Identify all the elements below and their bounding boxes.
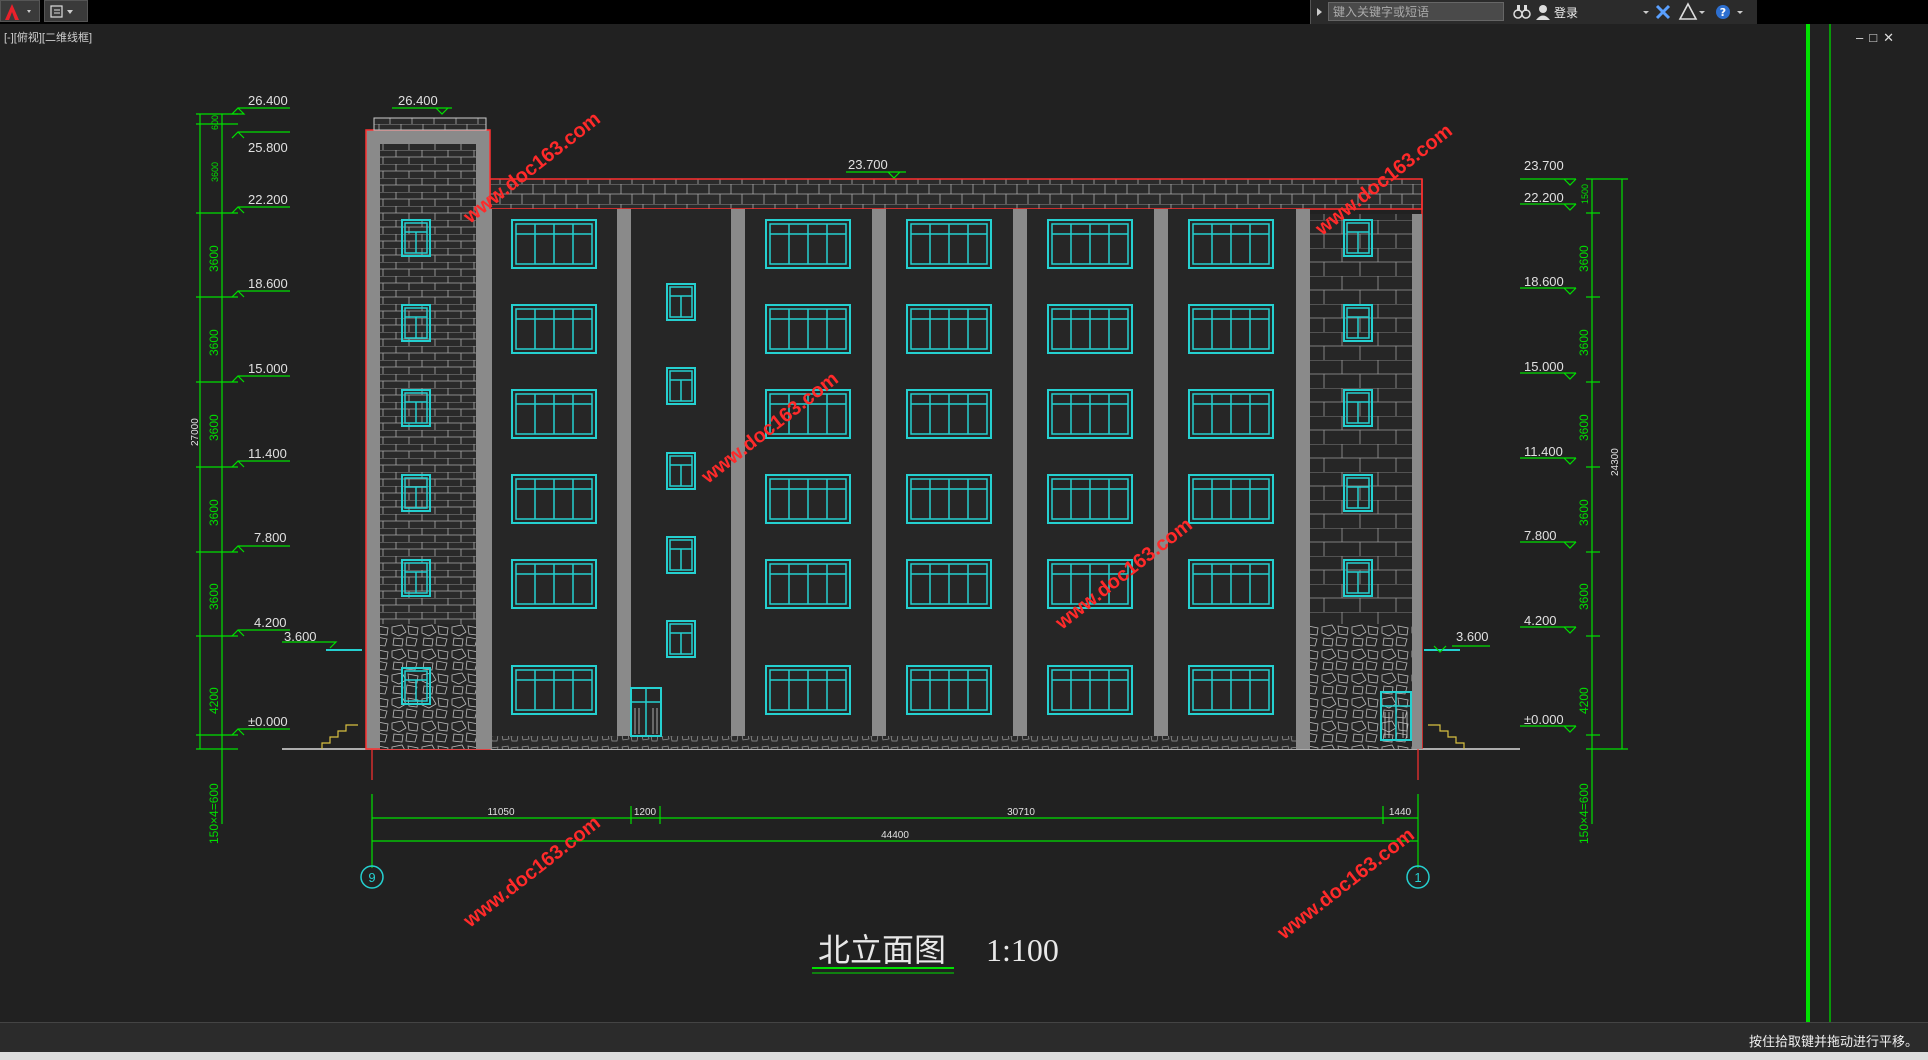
stay-connected-icon[interactable] xyxy=(1677,0,1707,24)
building-elevation xyxy=(365,117,1423,750)
left-elevation-labels: 26.400 25.800 22.200 18.600 15.000 11.40… xyxy=(248,93,317,729)
viewport-window-controls: –□✕ xyxy=(1856,30,1900,46)
right-dimension-labels: 1500 3600 3600 3600 3600 3600 4200 150×4… xyxy=(1577,184,1621,844)
elevation-label: 15.000 xyxy=(248,361,288,376)
title-bar: 登录 ? 键入关键字或短语 xyxy=(0,0,1928,24)
elevation-marker xyxy=(846,171,906,179)
elevation-label: 26.400 xyxy=(398,93,438,108)
elevation-label: 22.200 xyxy=(1524,190,1564,205)
axis-marker-right: 1 xyxy=(1406,865,1430,889)
svg-text:?: ? xyxy=(1720,6,1726,19)
dimension-label: 1440 xyxy=(1389,807,1412,818)
drawing-title: 北立面图 xyxy=(818,932,946,968)
viewport-controls-label[interactable]: [-][俯视][二维线框] xyxy=(4,32,92,44)
elevation-label: 23.700 xyxy=(848,157,888,172)
elevation-label: 22.200 xyxy=(248,192,288,207)
quick-access-toolbar[interactable] xyxy=(44,0,88,22)
elevation-label: 3.600 xyxy=(284,629,317,644)
elevation-label: ±0.000 xyxy=(1524,712,1564,727)
dimension-label: 3600 xyxy=(210,162,220,182)
axis-marker-left: 9 xyxy=(360,865,384,889)
dimension-label: 3600 xyxy=(1577,499,1591,526)
dimension-label: 3600 xyxy=(207,329,221,356)
elevation-label: 4.200 xyxy=(1524,613,1557,628)
dimension-label: 150×4=600 xyxy=(1577,783,1591,844)
dimension-label: 1500 xyxy=(1580,184,1590,204)
restore-icon[interactable]: □ xyxy=(1869,30,1884,45)
dimension-label: 4200 xyxy=(1577,687,1591,714)
application-menu-button[interactable] xyxy=(0,0,40,22)
bottom-strip xyxy=(0,1052,1928,1060)
right-elevation-labels: 23.700 22.200 18.600 15.000 11.400 7.800… xyxy=(1456,158,1564,727)
total-height-label: 24300 xyxy=(1610,448,1621,476)
elevation-label: 18.600 xyxy=(248,276,288,291)
right-dimension-chain xyxy=(1586,178,1628,824)
dimension-label: 600 xyxy=(210,115,220,130)
workspace-icon xyxy=(50,5,73,18)
drawing-canvas[interactable]: 26.400 25.800 22.200 18.600 15.000 11.40… xyxy=(0,24,1928,1022)
status-message: 按住拾取键并拖动进行平移。 xyxy=(1748,1034,1918,1049)
binoculars-icon[interactable] xyxy=(1511,0,1533,24)
horizontal-dimension-chain xyxy=(371,794,1419,868)
autocad-logo-icon xyxy=(5,4,31,20)
dimension-label: 3600 xyxy=(1577,329,1591,356)
dimension-label: 3600 xyxy=(207,245,221,272)
elevation-label: 3.600 xyxy=(1456,629,1489,644)
entry-steps xyxy=(321,724,358,749)
dimension-label: 4200 xyxy=(207,687,221,714)
dimension-label: 3600 xyxy=(207,583,221,610)
user-icon xyxy=(1536,5,1550,20)
dimension-label: 150×4=600 xyxy=(207,783,221,844)
dimension-label: 1200 xyxy=(634,807,657,818)
expand-arrow-icon[interactable] xyxy=(1313,0,1327,24)
watermark: www.doc163.com xyxy=(1273,824,1419,945)
elevation-label: 7.800 xyxy=(1524,528,1557,543)
minimize-icon[interactable]: – xyxy=(1856,30,1870,45)
status-bar: 按住拾取键并拖动进行平移。 xyxy=(0,1022,1928,1053)
elevation-label: 15.000 xyxy=(1524,359,1564,374)
login-label[interactable]: 登录 xyxy=(1554,6,1579,20)
elevation-label: 4.200 xyxy=(254,615,287,630)
elevation-label: ±0.000 xyxy=(248,714,288,729)
left-dimension-labels: 600 3600 3600 3600 3600 3600 3600 4200 1… xyxy=(190,115,221,844)
dimension-label: 11050 xyxy=(487,807,515,818)
dimension-label: 30710 xyxy=(1007,807,1035,818)
horizontal-dimension-labels: 11050 1200 30710 1440 44400 xyxy=(487,807,1411,841)
search-input[interactable]: 键入关键字或短语 xyxy=(1328,2,1504,21)
elevation-marker xyxy=(392,107,452,115)
left-dimension-chain xyxy=(196,113,238,824)
exchange-x-icon[interactable] xyxy=(1653,0,1675,24)
svg-text:1: 1 xyxy=(1414,870,1421,885)
elevation-label: 23.700 xyxy=(1524,158,1564,173)
total-height-label: 27000 xyxy=(190,418,201,446)
watermark: www.doc163.com xyxy=(459,812,605,933)
dimension-label: 3600 xyxy=(1577,414,1591,441)
dimension-label: 3600 xyxy=(1577,245,1591,272)
dimension-label: 3600 xyxy=(207,414,221,441)
left-elevation-markers xyxy=(230,107,338,736)
elevation-label: 25.800 xyxy=(248,140,288,155)
entry-steps xyxy=(1428,724,1465,749)
total-width-label: 44400 xyxy=(881,830,909,841)
dimension-label: 3600 xyxy=(207,499,221,526)
drawing-scale: 1:100 xyxy=(986,932,1059,968)
close-icon[interactable]: ✕ xyxy=(1883,30,1900,45)
chevron-down-icon[interactable] xyxy=(1641,0,1653,24)
svg-text:9: 9 xyxy=(368,870,375,885)
elevation-label: 11.400 xyxy=(248,446,287,461)
elevation-label: 26.400 xyxy=(248,93,288,108)
elevation-label: 7.800 xyxy=(254,530,287,545)
top-elevation-labels: 26.400 23.700 xyxy=(398,93,888,172)
dimension-label: 3600 xyxy=(1577,583,1591,610)
elevation-label: 11.400 xyxy=(1524,444,1563,459)
right-elevation-markers xyxy=(1433,178,1577,733)
help-icon[interactable]: ? xyxy=(1713,0,1747,24)
elevation-label: 18.600 xyxy=(1524,274,1564,289)
